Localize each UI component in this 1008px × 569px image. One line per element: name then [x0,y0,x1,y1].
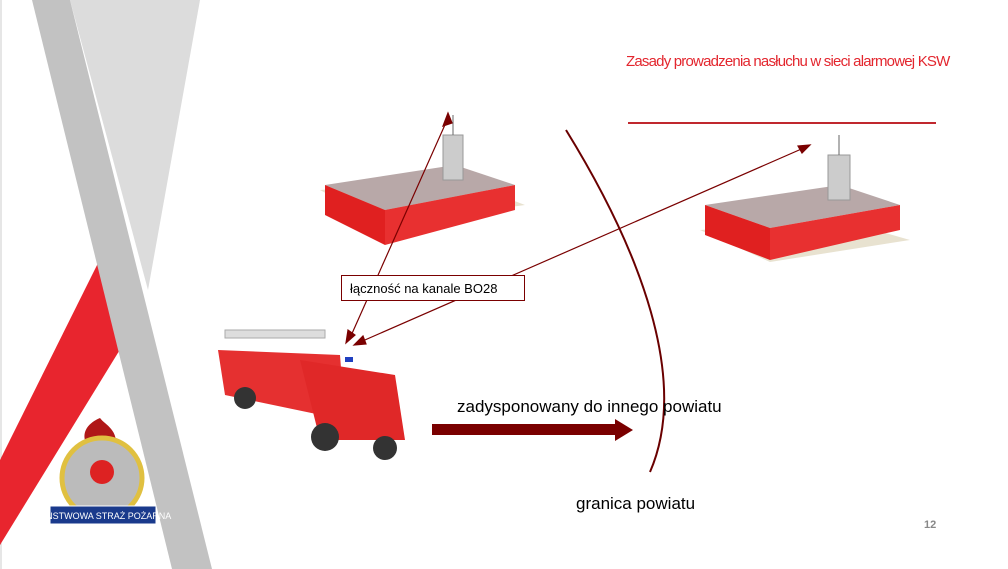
psp-logo: PAŃSTWOWA STRAŻ POŻARNA [35,418,172,525]
fire-station-right [700,135,910,262]
channel-label-box: łączność na kanale BO28 [341,275,525,301]
county-border-label: granica powiatu [576,494,696,513]
slide-title: Zasady prowadzenia nasłuchu w sieci alar… [626,53,950,70]
fire-station-left [320,115,525,245]
communication-arrows [345,111,812,346]
fire-truck [218,329,405,460]
dispatch-label: zadysponowany do innego powiatu [457,397,722,416]
dispatch-arrow [432,419,633,441]
page-number: 12 [924,519,937,531]
county-border-line [565,129,666,473]
red-band [0,243,132,545]
svg-text:PAŃSTWOWA STRAŻ POŻARNA: PAŃSTWOWA STRAŻ POŻARNA [35,511,172,521]
light-grey-band [70,0,200,290]
grey-band [32,0,212,569]
